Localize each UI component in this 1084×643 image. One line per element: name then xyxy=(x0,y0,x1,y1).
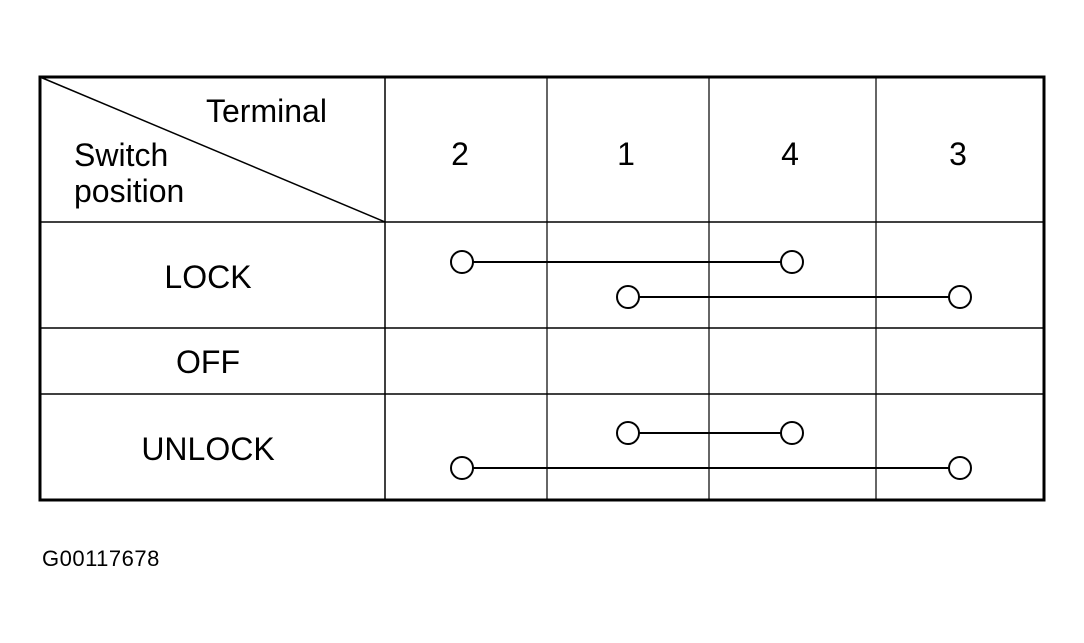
row-label-off: OFF xyxy=(176,344,240,380)
continuity-connections xyxy=(450,250,972,480)
terminal-header-0: 2 xyxy=(451,136,469,172)
terminal-node-unlock-1-1 xyxy=(948,456,972,480)
terminal-headers: 2 1 4 3 xyxy=(451,136,967,172)
terminal-header-2: 4 xyxy=(781,136,799,172)
terminal-node-lock-1-1 xyxy=(948,285,972,309)
header-diagonal xyxy=(39,76,386,223)
terminal-node-unlock-0-0 xyxy=(616,421,640,445)
row-label-lock: LOCK xyxy=(164,259,251,295)
table-grid xyxy=(38,75,1046,502)
switch-heading-line1: Switch xyxy=(74,137,168,173)
terminal-heading: Terminal xyxy=(206,93,327,129)
terminal-node-unlock-1-0 xyxy=(450,456,474,480)
terminal-node-lock-0-1 xyxy=(780,250,804,274)
terminal-node-unlock-0-1 xyxy=(780,421,804,445)
table-border xyxy=(38,75,1046,502)
terminal-node-lock-1-0 xyxy=(616,285,640,309)
terminal-header-1: 1 xyxy=(617,136,635,172)
terminal-node-lock-0-0 xyxy=(450,250,474,274)
row-label-unlock: UNLOCK xyxy=(141,431,274,467)
figure-id: G00117678 xyxy=(42,546,160,571)
terminal-header-3: 3 xyxy=(949,136,967,172)
switch-heading-line2: position xyxy=(74,173,184,209)
